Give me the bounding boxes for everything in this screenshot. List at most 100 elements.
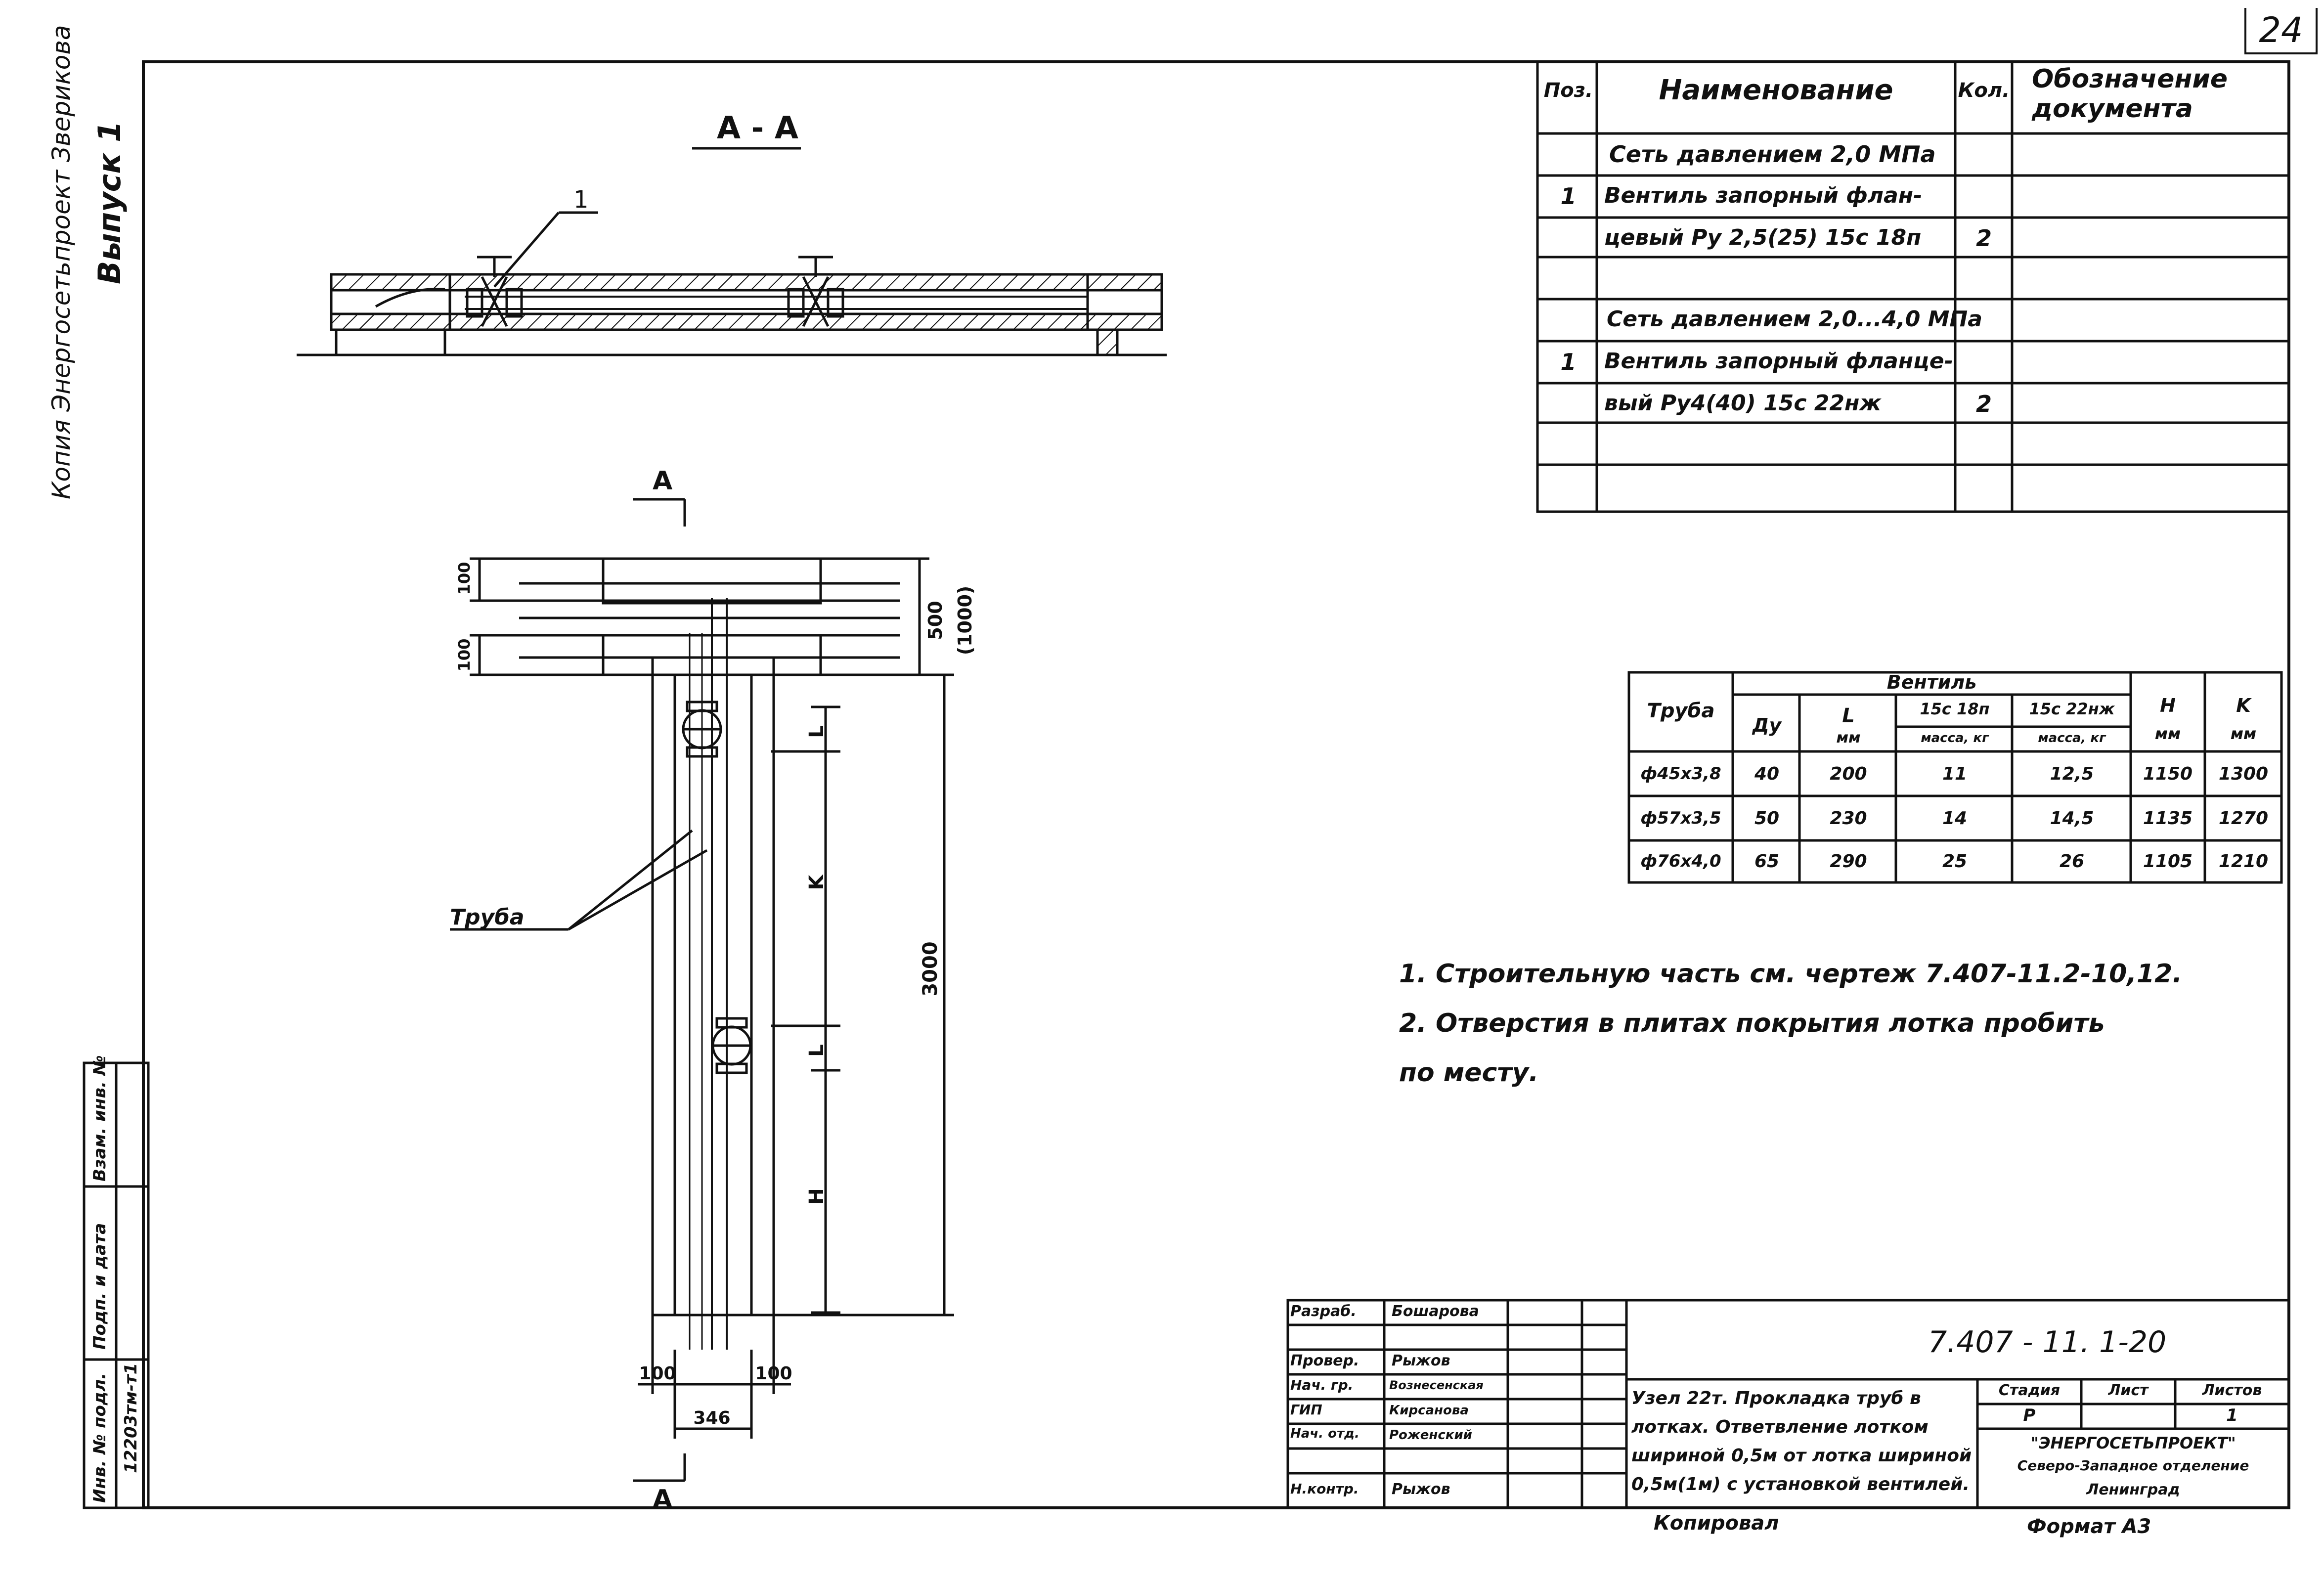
- stamp-role-1: Разраб.: [1290, 1303, 1357, 1320]
- dim-346: 346: [693, 1408, 730, 1428]
- stamp-name-3: Вознесенская: [1389, 1378, 1484, 1392]
- dim-k: K: [805, 874, 828, 890]
- spec-row-7-name: вый Ру4(40) 15с 22нж: [1604, 391, 1882, 416]
- valve-col-l-unit: мм: [1836, 729, 1861, 747]
- cut-label-top: А: [653, 466, 672, 496]
- valve-mass-18p: масса, кг: [1921, 731, 1989, 746]
- stage-value: Р: [2023, 1405, 2036, 1425]
- org-name-3: Ленинград: [2086, 1481, 2180, 1498]
- valve-col-h-unit: мм: [2154, 724, 2181, 743]
- inv-value: 12203тм-т1: [121, 1362, 141, 1473]
- section-label: А - А: [717, 110, 798, 146]
- spec-row-6-name: Вентиль запорный фланце-: [1604, 349, 1953, 374]
- spec-header-pos: Поз.: [1543, 79, 1593, 102]
- dim-l-2: L: [805, 1044, 828, 1057]
- stamp-name-7: Рыжов: [1392, 1481, 1450, 1498]
- valve-r1-m22: 12,5: [2050, 764, 2094, 784]
- inv-label-podl: Инв. № подл.: [90, 1372, 110, 1503]
- notes: 1. Строительную часть см. чертеж 7.407-1…: [1399, 949, 2239, 1098]
- valve-col-k-unit: мм: [2230, 724, 2257, 743]
- valve-r1-pipe: ф45х3,8: [1640, 764, 1721, 784]
- spec-row-2-name: Вентиль запорный флан-: [1604, 183, 1923, 208]
- stamp-role-3: Нач. гр.: [1290, 1377, 1354, 1393]
- copied-by: Копировал: [1654, 1512, 1779, 1535]
- valve-r1-h: 1150: [2143, 764, 2193, 784]
- stamp-role-7: Н.контр.: [1290, 1481, 1359, 1497]
- inv-label-vzam: Взам. инв. №: [90, 1055, 110, 1182]
- dim-h: H: [805, 1188, 828, 1204]
- dim-l-1: L: [805, 725, 828, 738]
- valve-col-22nzh: 15с 22нж: [2029, 700, 2115, 718]
- stamp-name-2: Рыжов: [1392, 1352, 1450, 1369]
- spec-row-1-name: Сеть давлением 2,0 МПа: [1609, 141, 1936, 168]
- stamp-role-5: Нач. отд.: [1290, 1426, 1359, 1441]
- callout-1: 1: [573, 186, 589, 214]
- cut-label-bottom: А: [653, 1485, 672, 1514]
- spec-row-7-qty: 2: [1975, 391, 1992, 417]
- valve-r2-m22: 14,5: [2050, 808, 2094, 829]
- section-aa-drawing: [297, 147, 1167, 356]
- dim-500: 500: [924, 601, 946, 640]
- dim-100-mid: 100: [455, 639, 474, 672]
- valve-r1-m18: 11: [1942, 764, 1968, 784]
- valve-r3-m22: 26: [2059, 851, 2085, 872]
- sheets-label: Листов: [2202, 1382, 2262, 1399]
- plan-drawing: [450, 498, 954, 1482]
- valve-r2-k: 1270: [2218, 808, 2269, 829]
- valve-r3-l: 290: [1830, 851, 1867, 872]
- stamp-role-2: Провер.: [1290, 1352, 1359, 1369]
- spec-row-2-pos: 1: [1560, 183, 1577, 210]
- valve-r2-m18: 14: [1942, 808, 1968, 829]
- dim-100-top: 100: [455, 562, 474, 595]
- dim-100-bottom-right: 100: [755, 1363, 792, 1384]
- doc-title: Узел 22т. Прокладка труб в лотках. Ответ…: [1631, 1388, 1972, 1494]
- spec-header-qty: Кол.: [1958, 79, 2010, 102]
- left-margin-author: Копия Энергосетьпроект Зверикова: [47, 25, 76, 499]
- dim-100-bottom-left: 100: [639, 1363, 676, 1384]
- valve-col-du: Ду: [1752, 714, 1782, 736]
- valve-r3-h: 1105: [2143, 851, 2193, 872]
- stamp-role-4: ГИП: [1290, 1402, 1322, 1418]
- dim-3000: 3000: [919, 941, 942, 996]
- note-2: 2. Отверстия в плитах покрытия лотка про…: [1399, 1009, 2105, 1038]
- inv-strip-grid: [83, 1061, 150, 1509]
- left-margin-issue: Выпуск 1: [91, 121, 128, 284]
- valve-r1-k: 1300: [2218, 764, 2269, 784]
- spec-header-name: Наименование: [1659, 74, 1893, 106]
- sheet-label: Лист: [2108, 1382, 2149, 1399]
- valve-col-group: Вентиль: [1886, 671, 1977, 693]
- dim-1000: (1000): [954, 586, 976, 656]
- stamp-name-5: Роженский: [1389, 1428, 1472, 1443]
- sheets-value: 1: [2226, 1405, 2238, 1425]
- inv-label-podp: Подп. и дата: [90, 1223, 110, 1350]
- valve-col-18p: 15с 18п: [1920, 700, 1990, 718]
- valve-r1-du: 40: [1754, 764, 1780, 784]
- stage-label: Стадия: [1998, 1382, 2061, 1399]
- note-3: по месту.: [1399, 1058, 1539, 1088]
- sheet-number: 24: [2244, 8, 2318, 54]
- valve-r3-m18: 25: [1942, 851, 1968, 872]
- title-block-grid: [1286, 1299, 2290, 1509]
- valve-r2-l: 230: [1830, 808, 1867, 829]
- sheet-frame: [142, 60, 2290, 1509]
- org-name-2: Северо-Западное отделение: [2017, 1457, 2249, 1474]
- paper-format: Формат А3: [2027, 1515, 2151, 1538]
- valve-col-k: K: [2236, 695, 2251, 716]
- org-name-1: "ЭНЕРГОСЕТЬПРОЕКТ": [2030, 1434, 2236, 1452]
- doc-code: 7.407 - 11. 1-20: [1928, 1325, 2167, 1360]
- valve-r1-l: 200: [1830, 764, 1867, 784]
- valve-mass-22nzh: масса, кг: [2038, 731, 2106, 746]
- valve-col-l: L: [1842, 704, 1855, 727]
- valve-r3-du: 65: [1754, 851, 1780, 872]
- spec-row-5-name: Сеть давлением 2,0...4,0 МПа: [1607, 307, 1982, 332]
- valve-r2-du: 50: [1754, 808, 1780, 829]
- valve-r3-pipe: ф76х4,0: [1640, 851, 1721, 871]
- pipe-label: Труба: [450, 905, 525, 930]
- valve-r2-pipe: ф57х3,5: [1640, 808, 1721, 828]
- spec-row-3-name: цевый Ру 2,5(25) 15с 18п: [1604, 225, 1922, 250]
- valve-r3-k: 1210: [2218, 851, 2269, 872]
- note-1: 1. Строительную часть см. чертеж 7.407-1…: [1399, 959, 2183, 989]
- valve-r2-h: 1135: [2143, 808, 2193, 829]
- valve-table-grid: [1627, 671, 2283, 884]
